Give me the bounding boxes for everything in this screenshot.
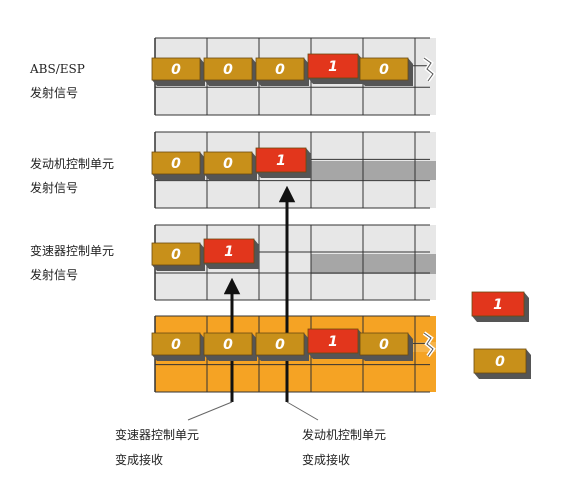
bit-zero-block: 0 (151, 332, 205, 361)
label-line: 发射信号 (30, 268, 79, 282)
label-line: 发动机控制单元 (302, 428, 387, 442)
bit-value: 0 (223, 156, 233, 172)
label-line: 发动机控制单元 (30, 157, 115, 171)
bit-value: 0 (223, 62, 233, 78)
bit-face (203, 238, 255, 264)
bit-one-block: 1 (471, 291, 529, 322)
bit-shadow (256, 58, 309, 86)
recessive-band (311, 254, 436, 274)
leader-line (286, 401, 319, 421)
bit-face (359, 57, 409, 81)
bit-face (255, 147, 307, 173)
bit-value: 0 (171, 62, 181, 78)
bit-value: 0 (275, 62, 285, 78)
bit-zero-block: 0 (151, 57, 205, 86)
bit-legend: 10 (471, 291, 531, 379)
bit-blocks: 0 0 0 1 0 0 0 1 0 1 0 0 0 1 0 (151, 53, 436, 361)
torn-edge-icon (423, 332, 434, 357)
bit-shadow (360, 58, 413, 86)
bit-face (151, 242, 201, 266)
label-line: 变速器控制单元 (115, 428, 200, 442)
bit-face (151, 57, 201, 81)
bit-value: 1 (328, 334, 338, 350)
bit-face (151, 332, 201, 356)
label-engine: 发动机控制单元 发射信号 (30, 157, 114, 196)
bit-zero-block: 0 (151, 151, 205, 180)
bit-zero-block: 0 (359, 57, 413, 86)
bit-face (255, 57, 305, 81)
bit-zero-block: 0 (359, 332, 413, 361)
recessive-band (311, 161, 436, 180)
bit-zero-block: 0 (473, 348, 531, 379)
bit-zero-block: 0 (151, 242, 205, 271)
label-line: 变成接收 (115, 453, 164, 467)
bit-value: 0 (171, 247, 181, 263)
bit-zero-block: 0 (203, 151, 257, 180)
bit-value: 0 (495, 354, 505, 370)
bit-shadow (204, 58, 257, 86)
bit-face (359, 332, 409, 356)
bit-face (307, 53, 359, 79)
label-line: 发射信号 (30, 181, 79, 195)
label-transmission: 变速器控制单元 发射信号 (30, 244, 114, 283)
bit-value: 0 (379, 337, 389, 353)
label-abs-esp: ABS/ESP 发射信号 (30, 62, 85, 101)
bit-zero-block: 0 (203, 332, 257, 361)
bit-face (203, 57, 253, 81)
label-transmission-receive: 变速器控制单元 变成接收 (115, 428, 199, 468)
label-line: 变速器控制单元 (30, 244, 115, 258)
leader-line (187, 401, 233, 421)
label-line: ABS/ESP (30, 62, 85, 76)
bit-zero-block: 0 (255, 57, 309, 86)
bit-zero-block: 0 (203, 57, 257, 86)
bit-one-block: 1 (307, 328, 363, 359)
label-line: 变成接收 (302, 453, 351, 467)
label-line: 发射信号 (30, 86, 79, 100)
torn-edge-icon (423, 57, 434, 82)
bit-value: 0 (223, 337, 233, 353)
bit-face (203, 332, 253, 356)
bit-face (307, 328, 359, 354)
bit-one-block: 1 (203, 238, 259, 269)
bit-face (255, 332, 305, 356)
bit-value: 1 (493, 297, 503, 313)
bit-face (151, 151, 201, 175)
bit-value: 1 (224, 244, 234, 260)
bit-face (471, 291, 525, 317)
bit-face (203, 151, 253, 175)
bit-value: 0 (275, 337, 285, 353)
bit-one-block: 1 (255, 147, 311, 178)
bit-value: 0 (171, 156, 181, 172)
bit-value: 0 (171, 337, 181, 353)
bit-shadow (152, 58, 205, 86)
bit-one-block: 1 (307, 53, 363, 84)
bit-value: 0 (379, 62, 389, 78)
bit-face (473, 348, 527, 374)
bit-zero-block: 0 (255, 332, 309, 361)
label-engine-receive: 发动机控制单元 变成接收 (302, 428, 386, 468)
bit-value: 1 (328, 59, 338, 75)
bit-value: 1 (276, 153, 286, 169)
